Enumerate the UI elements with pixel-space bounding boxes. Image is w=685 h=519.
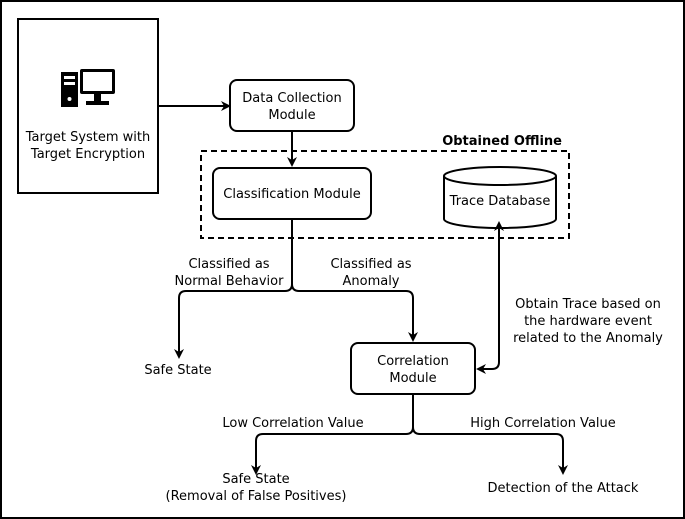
offline-group (200, 150, 570, 239)
trace-database-label: Trace Database (449, 194, 551, 209)
obtain-trace-label-line2: the hardware event (524, 314, 652, 329)
correlation-label-line2: Module (389, 371, 436, 386)
desktop-computer-icon (61, 69, 115, 107)
high-correlation-label: High Correlation Value (470, 416, 616, 431)
target-system-node[interactable]: Target System with Target Encryption (17, 18, 159, 194)
branch-anomaly-label-line1: Classified as (330, 257, 411, 272)
correlation-label-line1: Correlation (377, 354, 449, 369)
target-system-label-line1: Target System with (25, 130, 151, 145)
data-collection-node[interactable]: Data Collection Module (229, 79, 355, 132)
branch-anomaly-label-line2: Anomaly (342, 274, 399, 289)
correlation-node[interactable]: Correlation Module (350, 342, 476, 395)
arrow-trace-correlation (476, 221, 504, 374)
data-collection-label-line1: Data Collection (242, 91, 341, 106)
obtain-trace-label-line1: Obtain Trace based on (515, 297, 661, 312)
low-correlation-label: Low Correlation Value (222, 416, 363, 431)
arrow-to-safe-state-fp (251, 426, 414, 475)
safe-state-label: Safe State (144, 363, 211, 378)
classification-node[interactable]: Classification Module (212, 167, 372, 220)
branch-normal-label-line1: Classified as (188, 257, 269, 272)
detection-label: Detection of the Attack (488, 481, 639, 496)
classification-label: Classification Module (223, 187, 360, 202)
target-system-label-line2: Target Encryption (30, 147, 145, 162)
arrow-to-safe-state (174, 283, 293, 359)
branch-normal-label-line2: Normal Behavior (175, 274, 285, 289)
obtain-trace-label-line3: related to the Anomaly (513, 331, 663, 346)
data-collection-label-line2: Module (268, 108, 315, 123)
arrow-to-correlation (291, 283, 418, 342)
safe-state-fp-label-line2: (Removal of False Positives) (166, 489, 347, 504)
arrow-to-detection (412, 426, 568, 475)
trace-database-node[interactable]: Trace Database (443, 166, 557, 229)
offline-group-label: Obtained Offline (442, 134, 562, 149)
safe-state-fp-label-line1: Safe State (222, 472, 289, 487)
